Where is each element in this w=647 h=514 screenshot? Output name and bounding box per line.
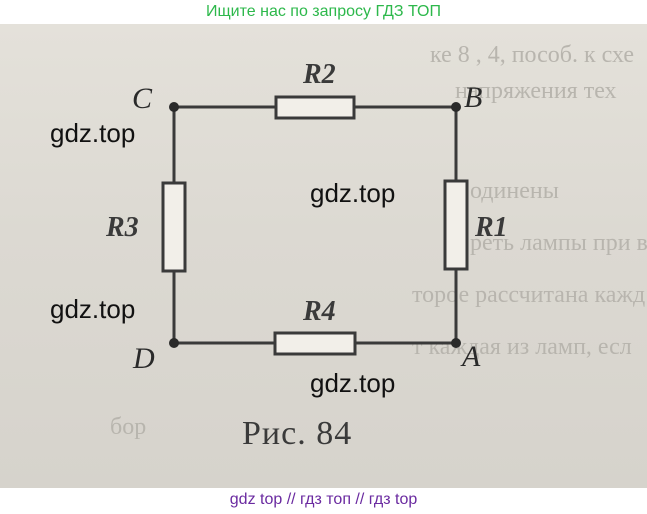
bg-text-line-5: торое рассчитана кажд [412,282,645,308]
watermark-3: gdz.top [50,294,136,324]
bg-text-line-1: ке 8 , 4, пособ. к схе [430,42,634,68]
bg-text-line-6: т каждая из ламп, есл [412,334,632,360]
figure-caption: Рис. 84 [242,415,352,452]
watermark-4: gdz.top [310,368,396,398]
node-label-a: A [460,340,481,373]
watermark-2: gdz.top [310,178,396,208]
top-banner: Ищите нас по запросу ГДЗ ТОП [0,0,647,24]
watermark-1: gdz.top [50,118,136,148]
bg-text-line-2: напряжения тех [455,78,617,104]
node-label-b: B [464,81,482,114]
node-label-d: D [132,342,155,375]
resistor-r2 [274,95,356,120]
bg-text-line-3: одинены [470,178,559,204]
resistor-label-r2: R2 [302,59,336,90]
resistor-label-r4: R4 [302,296,336,327]
bg-text-line-7: бор [110,414,146,440]
resistor-label-r1: R1 [474,212,508,243]
resistor-r4 [273,331,357,356]
wires [172,105,458,345]
bg-text-line-4: реть лампы при вклю [470,230,647,256]
junction-dots [169,102,461,348]
resistor-r3 [161,181,187,273]
resistor-r1 [443,179,469,271]
node-label-c: C [132,82,153,115]
resistor-label-r3: R3 [105,212,139,243]
bottom-banner: gdz top // гдз топ // гдз top [0,488,647,514]
